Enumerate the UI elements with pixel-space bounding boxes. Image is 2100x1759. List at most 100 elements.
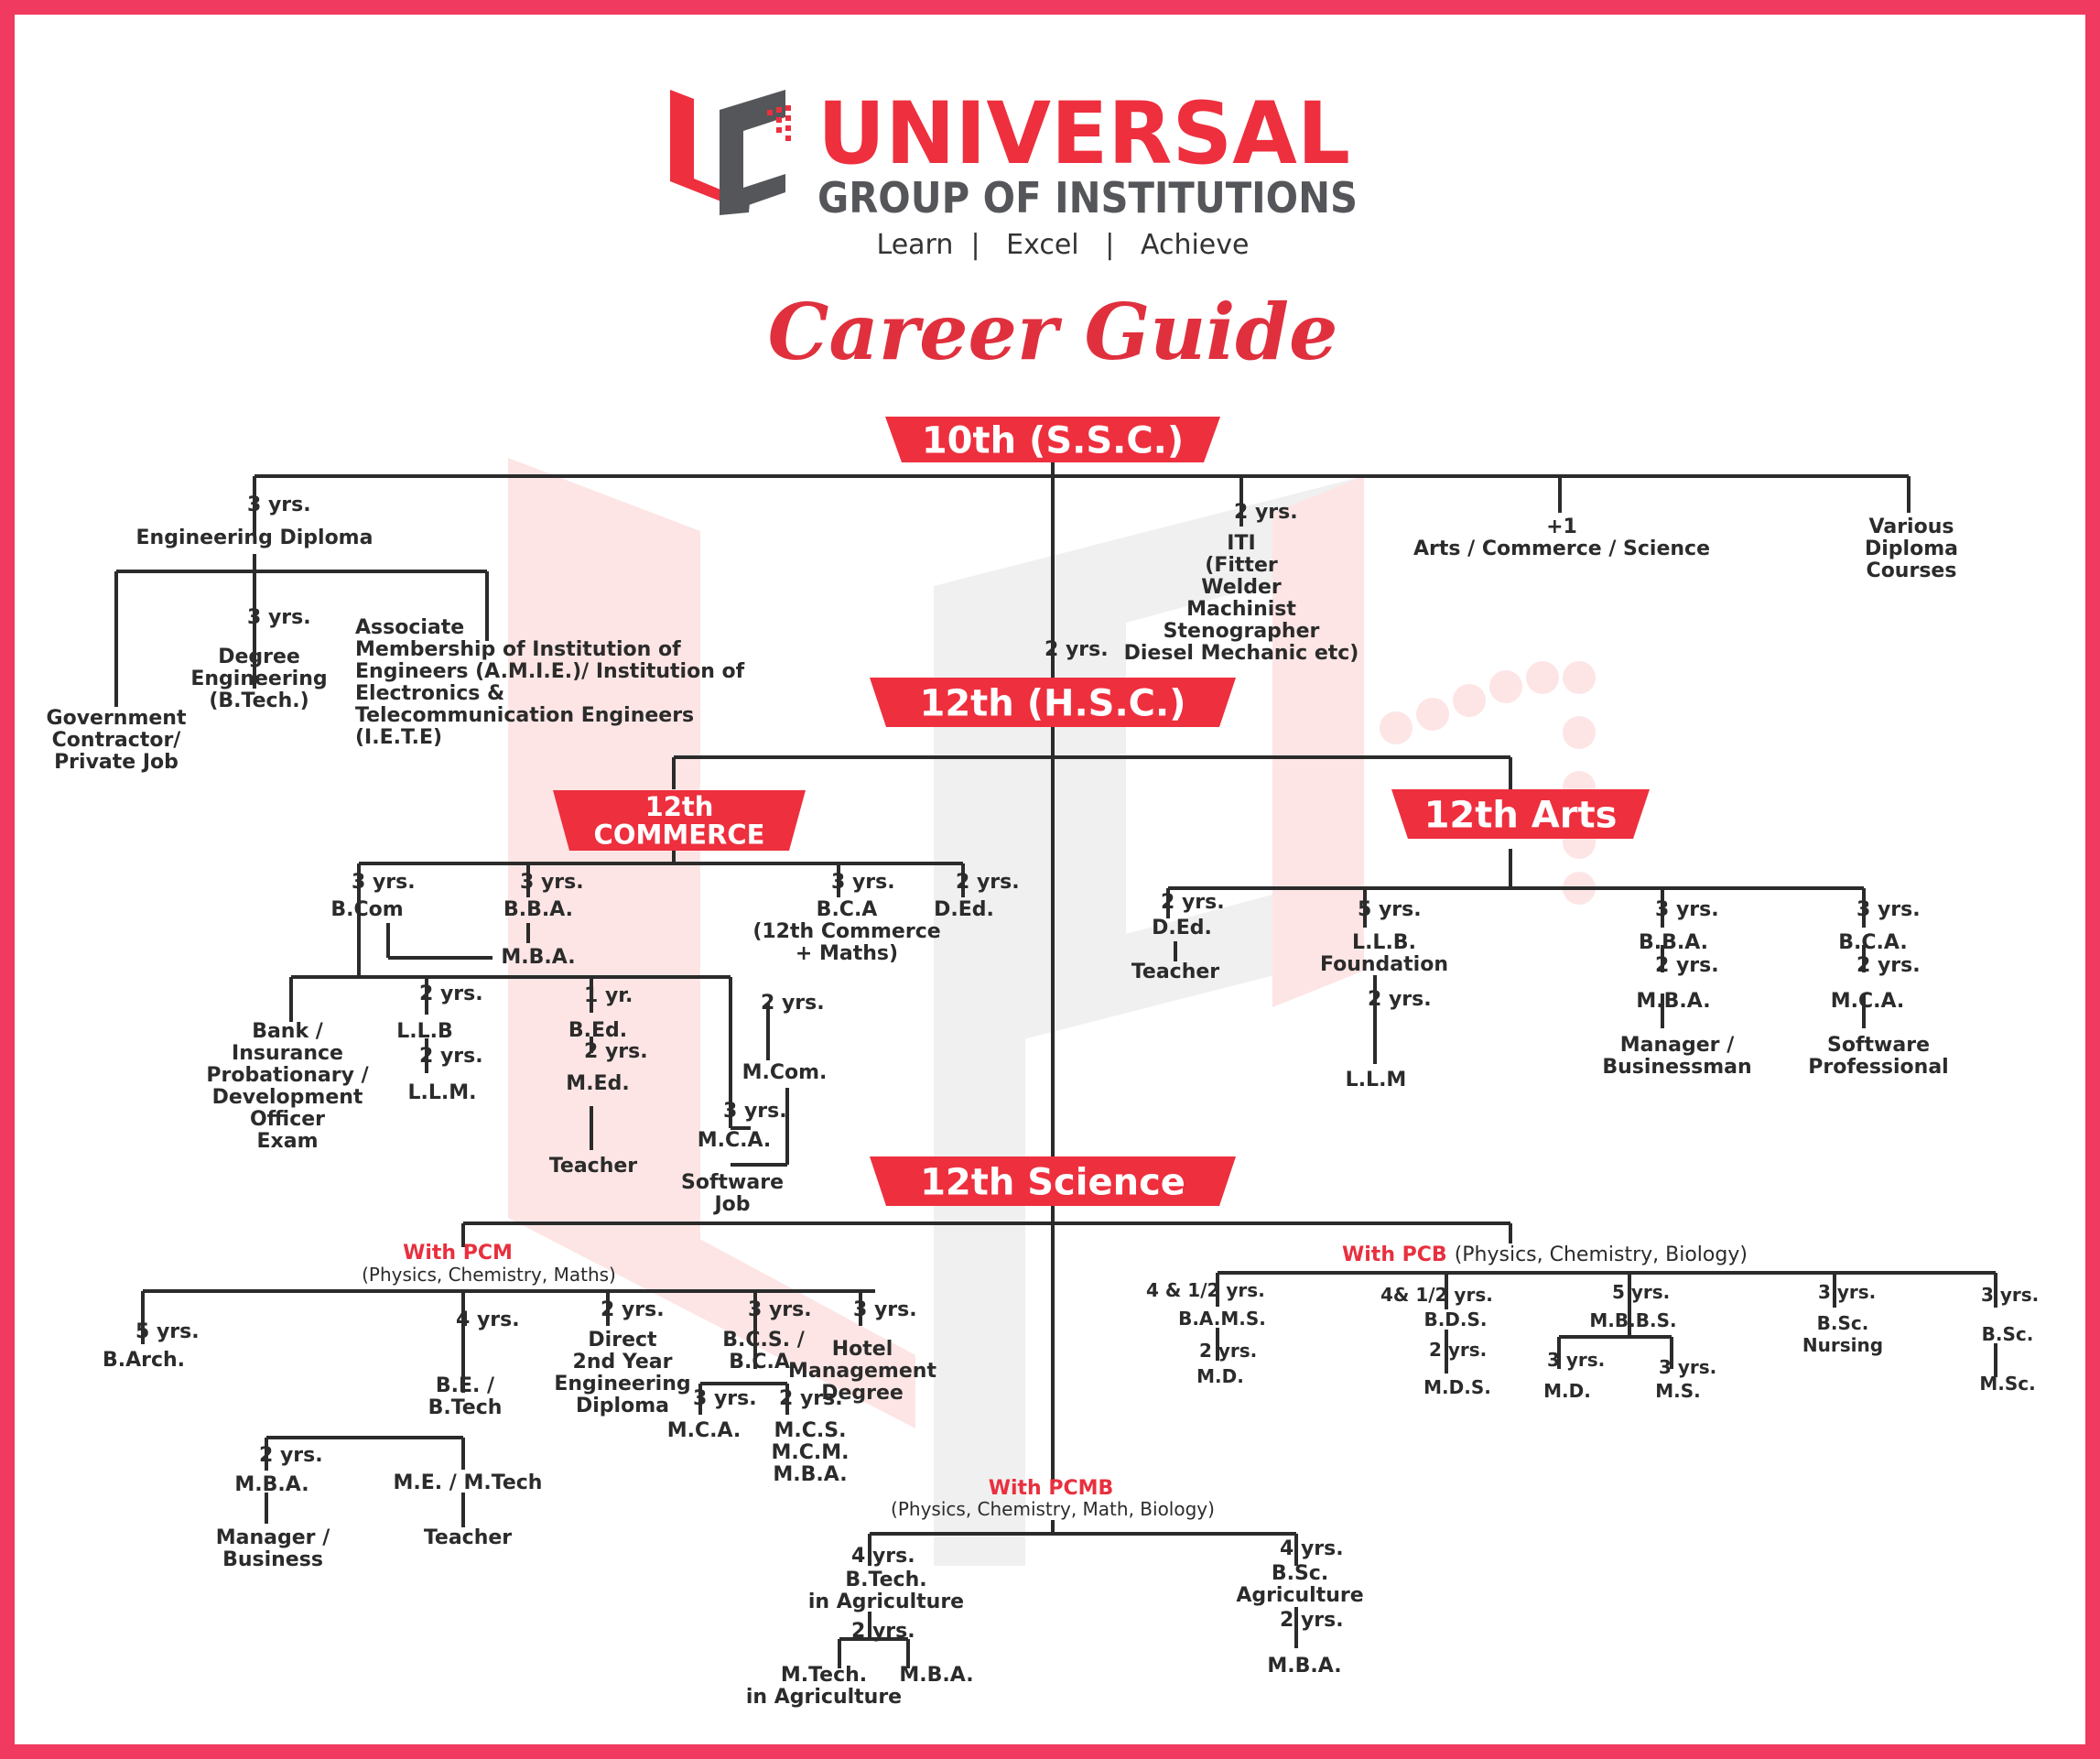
duration-label-dur_bca_c: 3 yrs. — [831, 871, 895, 894]
duration-label-dur_llbf: 5 yrs. — [1358, 898, 1422, 921]
course-label-bed: B.Ed. — [568, 1019, 627, 1042]
stage-header-label: 10th (S.S.C.) — [922, 419, 1184, 461]
duration-label-dur_bed: 1 yr. — [584, 984, 633, 1007]
duration-label-dur_mba_a: 2 yrs. — [1655, 954, 1719, 977]
course-label-mba_a: M.B.A. — [1636, 990, 1710, 1013]
course-label-btagri: B.Tech.in Agriculture — [808, 1569, 964, 1613]
stage-header-hsc: 12th (H.S.C.) — [870, 678, 1236, 727]
course-label-llb: L.L.B — [396, 1020, 453, 1043]
duration-label-dur_mca_s: 3 yrs. — [693, 1387, 757, 1410]
course-label-mba_bsc: M.B.A. — [1267, 1655, 1341, 1678]
stage-header-banner — [885, 417, 1220, 462]
duration-label-dur_bba_c: 3 yrs. — [520, 871, 584, 894]
duration-label-dur_ded_c: 2 yrs. — [956, 871, 1020, 894]
course-label-mcs: M.C.S.M.C.M.M.B.A. — [771, 1419, 849, 1486]
duration-label-dur_mds: 2 yrs. — [1429, 1339, 1487, 1361]
duration-label-dur_llb: 2 yrs. — [419, 983, 483, 1005]
brand-tagline: Learn | Excel | Achieve — [877, 229, 1250, 261]
course-label-llm_a: L.L.M — [1346, 1069, 1407, 1091]
course-label-mtagri: M.Tech.in Agriculture — [746, 1664, 902, 1709]
course-label-bca_c: B.C.A(12th Commerce+ Maths) — [752, 898, 940, 965]
course-label-mba_agri: M.B.A. — [899, 1664, 973, 1687]
course-label-mca_a: M.C.A. — [1831, 990, 1905, 1013]
course-label-ded_c: D.Ed. — [934, 898, 994, 921]
duration-label-dur_degree: 3 yrs. — [247, 606, 311, 629]
stage-header-arts: 12th Arts — [1391, 789, 1650, 839]
course-label-me: M.E. / M.Tech — [394, 1471, 543, 1494]
duration-label-dur_bba_a: 3 yrs. — [1655, 898, 1719, 921]
stream-group-pcb: With PCB(Physics, Chemistry, Biology) — [1342, 1243, 1748, 1266]
duration-label-dur_ded_a: 2 yrs. — [1161, 891, 1225, 914]
course-label-bca_a: B.C.A. — [1838, 931, 1907, 954]
duration-label-dur_mba_bsc: 2 yrs. — [1280, 1609, 1344, 1632]
duration-label-dur_mcom: 2 yrs. — [761, 992, 825, 1015]
course-label-ded_a: D.Ed. — [1152, 917, 1212, 939]
course-label-mca_s: M.C.A. — [667, 1419, 741, 1442]
course-label-teacher_c: Teacher — [549, 1155, 637, 1178]
stage-header-ssc: 10th (S.S.C.) — [885, 417, 1220, 462]
duration-label-dur_be: 4 yrs. — [456, 1308, 520, 1331]
stage-header-label: 12th Science — [920, 1161, 1185, 1203]
duration-label-dur_mca_c: 3 yrs. — [723, 1100, 787, 1123]
duration-label-dur_bscagri: 4 yrs. — [1280, 1537, 1344, 1560]
course-label-bscn: B.Sc.Nursing — [1802, 1312, 1883, 1356]
duration-label-dur_bca_a: 3 yrs. — [1856, 898, 1921, 921]
course-label-mgr_a: Manager /Businessman — [1602, 1034, 1751, 1079]
brand-subtitle: GROUP OF INSTITUTIONS — [817, 173, 1358, 223]
stage-header-label: 12th Arts — [1424, 794, 1618, 836]
course-label-bams: B.A.M.S. — [1178, 1308, 1266, 1330]
duration-label-dur_mcs: 2 yrs. — [779, 1387, 843, 1410]
stream-group-pcm: With PCM(Physics, Chemistry, Maths) — [362, 1242, 616, 1286]
duration-label-dur_bsc: 3 yrs. — [1981, 1284, 2039, 1306]
course-label-barch: B.Arch. — [103, 1349, 185, 1372]
stage-header-label: 12th (H.S.C.) — [920, 682, 1186, 724]
duration-label-dur_med: 2 yrs. — [584, 1040, 648, 1063]
watermark-logo — [508, 458, 1596, 1566]
course-label-bds: B.D.S. — [1423, 1308, 1487, 1330]
stage-header-banner — [870, 678, 1236, 727]
stream-group-subjects: (Physics, Chemistry, Math, Biology) — [891, 1498, 1215, 1520]
course-label-mba_s: M.B.A. — [234, 1473, 309, 1496]
course-label-bba_c: B.B.A. — [503, 898, 573, 921]
duration-label-dur_bcom: 3 yrs. — [352, 871, 416, 894]
course-label-mca_c: M.C.A. — [698, 1129, 772, 1152]
duration-label-dur_barch: 5 yrs. — [135, 1320, 200, 1343]
course-label-bba_a: B.B.A. — [1639, 931, 1708, 954]
course-label-med: M.Ed. — [566, 1072, 629, 1095]
duration-label-dur_bscn: 3 yrs. — [1818, 1281, 1876, 1303]
course-label-llm: L.L.M. — [407, 1081, 476, 1104]
course-label-bsc: B.Sc. — [1982, 1323, 2034, 1345]
duration-label-dur_ed: 3 yrs. — [247, 494, 311, 516]
course-label-mgr_s: Manager /Business — [216, 1526, 330, 1571]
course-label-be: B.E. /B.Tech — [428, 1374, 503, 1419]
course-label-bcs: B.C.S. /B.C.A. — [722, 1329, 805, 1374]
stage-header-banner — [1391, 789, 1650, 839]
duration-label-dur_llm_a: 2 yrs. — [1368, 988, 1432, 1011]
duration-label-dur_iti: 2 yrs. — [1234, 501, 1298, 524]
duration-label-dur_direct: 2 yrs. — [601, 1298, 665, 1321]
course-label-msc: M.Sc. — [1979, 1373, 2035, 1395]
course-label-bcom: B.Com — [330, 898, 403, 921]
course-label-mbbs: M.B.B.S. — [1589, 1309, 1676, 1331]
duration-label-dur_bcs: 3 yrs. — [748, 1298, 812, 1321]
stream-group-subjects: (Physics, Chemistry, Maths) — [362, 1264, 616, 1286]
course-label-ms: M.S. — [1655, 1380, 1701, 1402]
course-label-md1: M.D. — [1196, 1365, 1244, 1387]
duration-label-dur_mca_a: 2 yrs. — [1856, 954, 1921, 977]
stage-header-science: 12th Science — [870, 1156, 1236, 1206]
duration-label-dur_hsc: 2 yrs. — [1045, 638, 1109, 661]
duration-label-dur_mtagri: 2 yrs. — [851, 1620, 915, 1643]
